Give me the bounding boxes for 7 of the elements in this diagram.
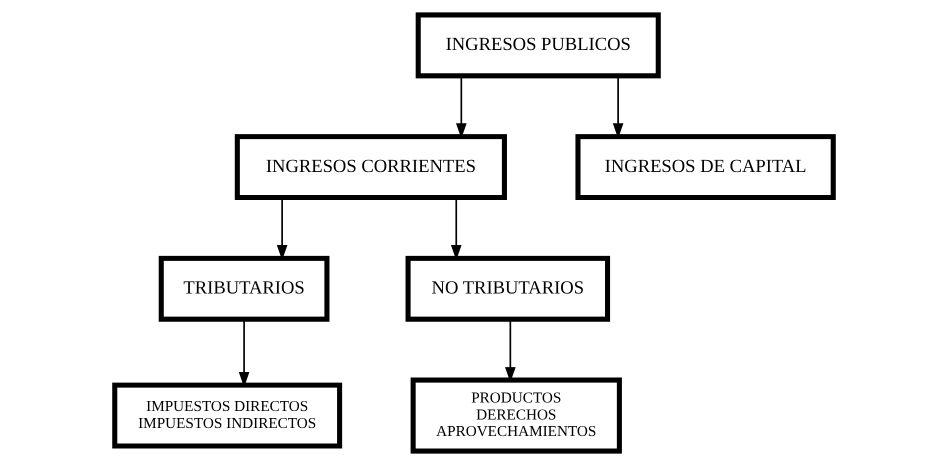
- node-box: INGRESOS CORRIENTES: [234, 134, 507, 200]
- node-box: IMPUESTOS DIRECTOS IMPUESTOS INDIRECTOS: [112, 382, 342, 449]
- node-box: INGRESOS DE CAPITAL: [575, 134, 836, 200]
- node-box: INGRESOS PUBLICOS: [416, 12, 661, 78]
- node-box: PRODUCTOS DERECHOS APROVECHAMIENTOS: [410, 378, 622, 454]
- node-box: TRIBUTARIOS: [158, 256, 330, 322]
- node-box: NO TRIBUTARIOS: [406, 256, 610, 322]
